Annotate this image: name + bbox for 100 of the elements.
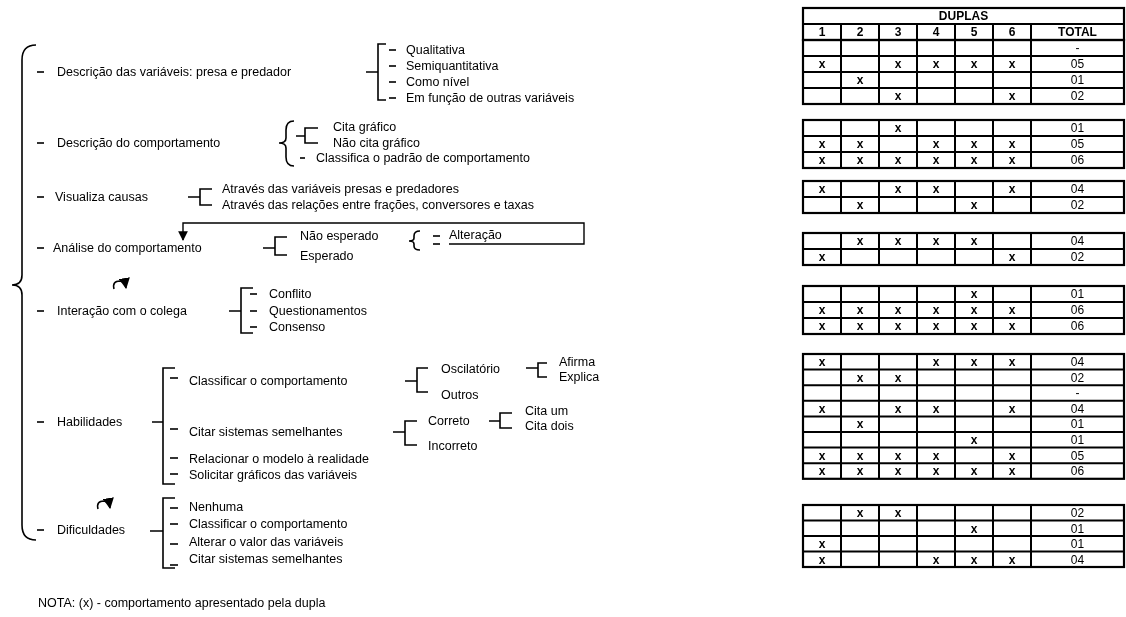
column-header: 5 — [969, 25, 979, 39]
table-cell-text: 01 — [1069, 433, 1086, 447]
table-cell-text: x — [931, 153, 941, 167]
option-label: Conflito — [269, 286, 312, 302]
table-cell-text: 05 — [1069, 57, 1086, 71]
table-cell-text: x — [931, 182, 941, 196]
table-cell-text: x — [931, 137, 941, 151]
table-cell-text: 04 — [1069, 401, 1086, 416]
table-cell-text: x — [969, 521, 979, 536]
table-cell-text: x — [817, 448, 827, 463]
table-cell-text: x — [1007, 464, 1017, 479]
table-cell-text: x — [931, 448, 941, 463]
table-cell-text: x — [969, 355, 979, 369]
table-cell-text: 04 — [1069, 234, 1086, 248]
table-cell-text: x — [817, 401, 827, 416]
table-cell-text: x — [893, 57, 903, 71]
table-cell-text: x — [1007, 355, 1017, 369]
table-cell-text: x — [969, 552, 979, 567]
table-cell-text: x — [817, 137, 827, 151]
option-label: Citar sistemas semelhantes — [189, 551, 343, 567]
option-label: Em função de outras variáveis — [406, 90, 575, 106]
table-cell-text: 01 — [1069, 521, 1086, 536]
table-cell-text: x — [855, 303, 865, 317]
table-cell-text: 04 — [1069, 182, 1086, 196]
table-cell-text: x — [969, 464, 979, 479]
table-cell-text: 06 — [1069, 303, 1086, 317]
table-cell-text: x — [931, 355, 941, 369]
table-cell-text: - — [1074, 41, 1081, 55]
option-label: Solicitar gráficos das variáveis — [189, 467, 358, 483]
table-cell-text: 02 — [1069, 506, 1086, 520]
table-cell-text: 05 — [1069, 448, 1086, 463]
table-cell-text: x — [1007, 319, 1017, 333]
table-cell-text: 01 — [1069, 73, 1086, 87]
option-label: Nenhuma — [189, 499, 244, 515]
option-label: Alterar o valor das variáveis — [189, 534, 344, 550]
table-cell-text: x — [969, 137, 979, 151]
table-cell-text: x — [893, 464, 903, 479]
table-cell-text: 06 — [1069, 464, 1086, 479]
table-cell-text: x — [1007, 552, 1017, 567]
table-cell-text: x — [969, 153, 979, 167]
table-cell-text: x — [855, 137, 865, 151]
table-cell-text: x — [969, 198, 979, 212]
table-cell-text: x — [855, 506, 865, 520]
table-cell-text: x — [1007, 153, 1017, 167]
table-cell-text: x — [931, 57, 941, 71]
table-cell-text: x — [969, 57, 979, 71]
footnote: NOTA: (x) - comportamento apresentado pela dupla — [38, 595, 326, 611]
option-label: Classificar o comportamento — [189, 516, 348, 532]
table-cell-text: x — [931, 319, 941, 333]
option-label: Consenso — [269, 319, 326, 335]
table-cell-text: x — [817, 537, 827, 551]
table-cell-text: x — [817, 552, 827, 567]
table-cell-text: x — [855, 319, 865, 333]
table-cell-text: x — [855, 417, 865, 432]
option-label: Não esperado — [300, 228, 379, 244]
table-cell-text: 02 — [1069, 250, 1086, 264]
table-cell-text: x — [1007, 137, 1017, 151]
table-cell-text: - — [1074, 386, 1081, 401]
table-cell-text: x — [1007, 57, 1017, 71]
table-cell-text: x — [969, 319, 979, 333]
table-cell-text: x — [1007, 401, 1017, 416]
table-cell-text: x — [893, 370, 903, 385]
table-cell-text: x — [817, 303, 827, 317]
option-label: Cita gráfico — [333, 119, 397, 135]
category-label: Habilidades — [57, 414, 123, 430]
table-cell-text: 04 — [1069, 355, 1086, 369]
option-label: Qualitativa — [406, 42, 466, 58]
category-label: Dificuldades — [57, 522, 126, 538]
option-label: Correto — [428, 413, 470, 429]
table-cell-text: 02 — [1069, 89, 1086, 103]
option-label: Explica — [559, 369, 600, 385]
option-label: Outros — [441, 387, 479, 403]
table-cell-text: 06 — [1069, 153, 1086, 167]
table-cell-text: x — [817, 153, 827, 167]
option-label: Alteração — [449, 227, 502, 243]
table-cell-text: x — [893, 182, 903, 196]
table-cell-text: 02 — [1069, 198, 1086, 212]
table-cell-text: x — [931, 303, 941, 317]
table-cell-text: x — [893, 121, 903, 135]
table-cell-text: 04 — [1069, 552, 1086, 567]
option-label: Relacionar o modelo à realidade — [189, 451, 369, 467]
table-cell-text: 02 — [1069, 370, 1086, 385]
option-label: Cita um — [525, 403, 569, 419]
table-cell-text: x — [1007, 182, 1017, 196]
category-label: Descrição das variáveis: presa e predador — [57, 64, 292, 80]
table-cell-text: x — [817, 57, 827, 71]
option-label: Incorreto — [428, 438, 478, 454]
table-cell-text: x — [893, 401, 903, 416]
table-cell-text: x — [893, 234, 903, 248]
table-cell-text: x — [817, 355, 827, 369]
table-cell-text: x — [1007, 448, 1017, 463]
option-label: Afirma — [559, 354, 596, 370]
table-cell-text: 01 — [1069, 121, 1086, 135]
table-cell-text: x — [817, 182, 827, 196]
column-header: DUPLAS — [937, 9, 990, 23]
table-cell-text: x — [817, 319, 827, 333]
column-header: 2 — [855, 25, 865, 39]
table-cell-text: x — [893, 319, 903, 333]
table-cell-text: x — [969, 287, 979, 301]
column-header: 4 — [931, 25, 941, 39]
